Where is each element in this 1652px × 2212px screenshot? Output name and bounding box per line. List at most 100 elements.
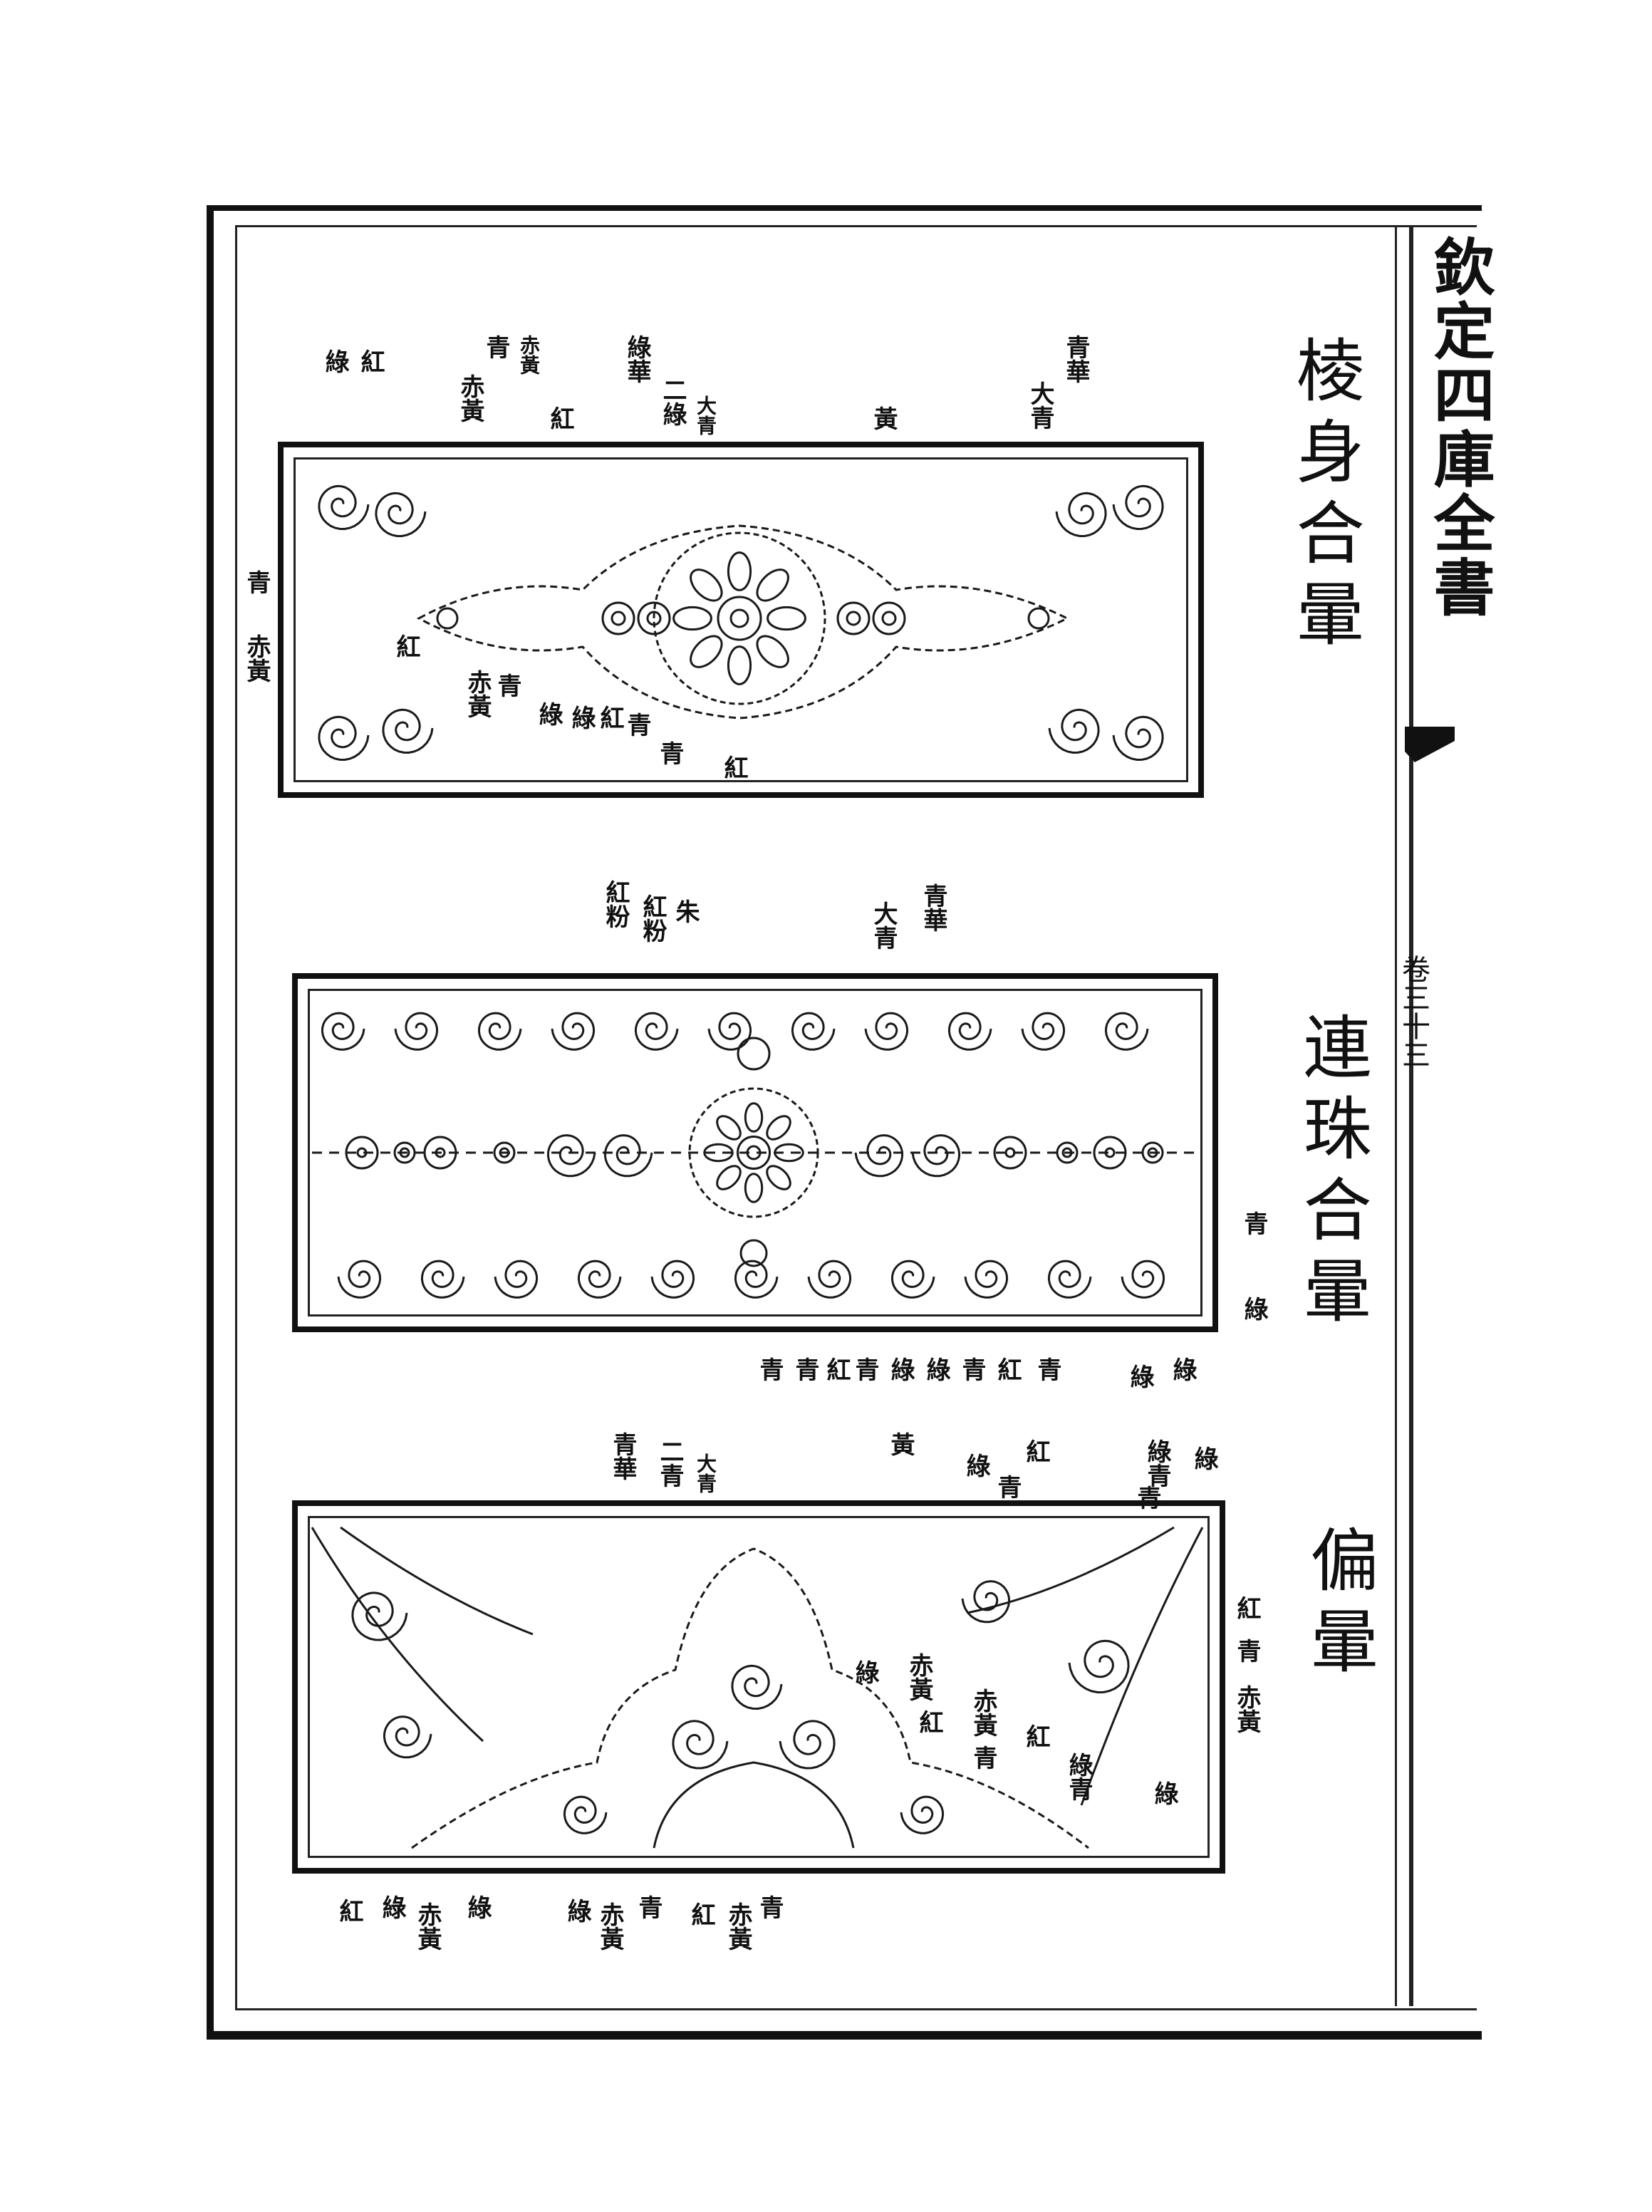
pearl-bead xyxy=(1056,1141,1079,1164)
color-label: 赤黃 xyxy=(905,1653,933,1701)
color-label: 綠 xyxy=(463,1895,492,1919)
cloud-scroll xyxy=(382,708,434,754)
cloud-scroll xyxy=(1104,1012,1149,1051)
cloud-scroll xyxy=(494,1260,539,1299)
color-label: 紅 xyxy=(335,1899,363,1923)
color-label: 綠 xyxy=(962,1453,990,1478)
color-label: 青 xyxy=(1232,1639,1261,1663)
ornament-stroke xyxy=(1104,1147,1116,1158)
rosette-petal xyxy=(716,1115,742,1141)
pearl-bead xyxy=(345,1136,379,1170)
color-label: 赤黃 xyxy=(1232,1685,1261,1733)
ornament-stroke xyxy=(737,1037,771,1071)
color-label: 青華 xyxy=(1061,335,1090,383)
ornament-stroke xyxy=(356,1147,368,1158)
pearl-bead xyxy=(1093,1136,1127,1170)
cloud-scroll xyxy=(477,1012,522,1051)
color-label: 青 xyxy=(623,712,651,737)
rosette-center xyxy=(717,596,762,641)
ornament-drawing xyxy=(311,1526,1204,1849)
color-label: 紅 xyxy=(687,1902,715,1926)
color-label: 二青 xyxy=(655,1439,684,1487)
color-label: 紅 xyxy=(1022,1439,1050,1463)
rosette-petal xyxy=(767,606,806,631)
cloud-scroll xyxy=(546,1134,596,1178)
ornament-stroke xyxy=(1147,1147,1158,1158)
color-label: 大青 xyxy=(869,901,898,950)
ornament-stroke xyxy=(499,1147,510,1158)
color-label: 綠 xyxy=(922,1357,950,1381)
color-label: 綠 xyxy=(1240,1297,1268,1321)
color-label: 青 xyxy=(1133,1485,1161,1510)
color-label: 黃 xyxy=(886,1432,915,1456)
color-label: 青 xyxy=(493,673,521,697)
color-label: 大青 xyxy=(694,395,717,435)
color-label: 青 xyxy=(851,1357,879,1381)
diagram-title-pianyun: 偏暈 xyxy=(1299,1525,1378,1687)
rosette-petal xyxy=(756,568,789,602)
rosette-petal xyxy=(744,1102,764,1133)
cloud-scroll xyxy=(551,1012,596,1051)
ornament-stroke xyxy=(435,1147,446,1158)
color-label: 綠 xyxy=(1150,1781,1178,1805)
cloud-scroll xyxy=(961,1580,1011,1624)
color-label: 青 xyxy=(1033,1357,1061,1381)
cloud-scroll xyxy=(734,1260,779,1299)
color-label: 赤黃 xyxy=(456,374,484,422)
ornament-stroke xyxy=(872,601,906,635)
cloud-scroll xyxy=(947,1012,992,1051)
color-label: 綠 xyxy=(1168,1357,1197,1381)
diagram-panel-lianzhu xyxy=(292,973,1218,1332)
color-label: 青 xyxy=(957,1357,986,1381)
rosette-petal xyxy=(672,606,712,631)
cloud-scroll xyxy=(964,1260,1009,1299)
color-label: 赤黃 xyxy=(969,1688,997,1737)
ornament-stroke xyxy=(653,531,826,705)
color-label: 綠 xyxy=(563,1899,591,1923)
ornament-stroke xyxy=(637,601,671,635)
cloud-scroll xyxy=(383,1715,432,1759)
ornament-stroke xyxy=(836,601,871,635)
cloud-scroll xyxy=(791,1012,836,1051)
ornament-stroke xyxy=(646,611,662,626)
rosette-petal xyxy=(716,1165,742,1190)
cloud-scroll xyxy=(890,1260,935,1299)
ornament-stroke xyxy=(1061,1147,1073,1158)
cloud-scroll xyxy=(1055,492,1107,538)
ornament-stroke xyxy=(601,601,635,635)
color-label: 青 xyxy=(482,335,510,359)
color-label: 青 xyxy=(969,1745,997,1770)
cloud-scroll xyxy=(731,1664,783,1710)
cloud-scroll xyxy=(394,1012,439,1051)
color-label: 黃 xyxy=(869,406,898,430)
cloud-scroll xyxy=(1068,1639,1130,1694)
cloud-scroll xyxy=(1112,715,1164,762)
margin-divider xyxy=(1409,225,1413,2006)
color-label: 赤黃 xyxy=(724,1902,752,1951)
rosette-center xyxy=(737,1136,771,1170)
pearl-bead xyxy=(1141,1141,1164,1164)
rosette-petal xyxy=(727,551,752,591)
color-label: 綠青 xyxy=(1143,1439,1171,1487)
cloud-scroll xyxy=(634,1012,679,1051)
cloud-scroll xyxy=(900,1795,945,1834)
color-label: 綠 xyxy=(534,702,563,726)
volume-number: 卷三十三 xyxy=(1397,955,1430,1069)
cloud-scroll xyxy=(672,1720,729,1770)
pearl-bead xyxy=(493,1141,516,1164)
cloud-scroll xyxy=(321,1012,365,1051)
ornament-stroke xyxy=(729,608,749,628)
cloud-scroll xyxy=(1021,1012,1066,1051)
color-label: 紅粉 xyxy=(638,894,667,943)
color-label: 青 xyxy=(634,1895,663,1919)
color-label: 綠 xyxy=(851,1660,879,1684)
ornament-stroke xyxy=(688,1087,819,1218)
pearl-bead xyxy=(423,1136,457,1170)
color-label: 赤黃 xyxy=(463,670,492,718)
color-label: 二綠 xyxy=(658,378,687,426)
color-label: 紅 xyxy=(356,349,385,373)
cloud-scroll xyxy=(318,715,370,762)
color-label: 青 xyxy=(993,1475,1022,1499)
cloud-scroll xyxy=(1047,1260,1092,1299)
page-inner-border xyxy=(235,225,1477,2010)
